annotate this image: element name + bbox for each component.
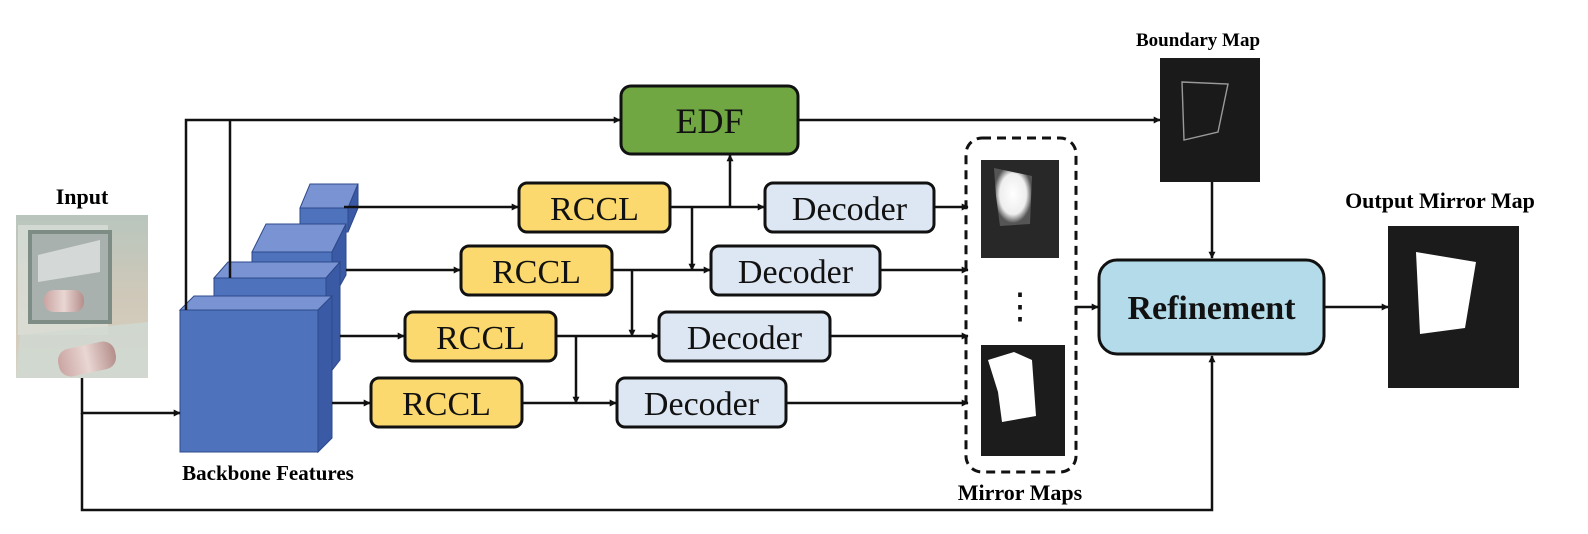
backbone-features bbox=[178, 183, 359, 454]
rccl-module-3: RCCL bbox=[403, 310, 558, 363]
decoder-module-2: Decoder bbox=[709, 244, 882, 297]
edf-label: EDF bbox=[675, 101, 743, 141]
rccl-module-1: RCCL bbox=[517, 181, 672, 234]
decoder-label: Decoder bbox=[738, 254, 854, 291]
edf-module: EDF bbox=[619, 84, 800, 156]
mirror-maps-group: ⋮ bbox=[964, 136, 1078, 474]
rccl-module-2: RCCL bbox=[459, 244, 614, 297]
rccl-label: RCCL bbox=[550, 191, 639, 228]
input-image bbox=[16, 215, 148, 378]
ellipsis-icon: ⋮ bbox=[1002, 286, 1038, 326]
decoder-label: Decoder bbox=[792, 191, 908, 228]
output-mirror-map-image bbox=[1388, 226, 1519, 388]
rccl-module-4: RCCL bbox=[369, 376, 524, 429]
mirror-maps-label: Mirror Maps bbox=[958, 480, 1083, 505]
refinement-label: Refinement bbox=[1127, 290, 1296, 327]
decoder-module-1: Decoder bbox=[763, 181, 936, 234]
input-label: Input bbox=[56, 184, 109, 209]
backbone-level-1 bbox=[178, 294, 334, 454]
decoder-module-4: Decoder bbox=[615, 376, 788, 429]
connectors bbox=[80, 116, 1389, 512]
refinement-module: Refinement bbox=[1097, 258, 1326, 356]
decoder-module-3: Decoder bbox=[657, 310, 832, 363]
output-mirror-map-label: Output Mirror Map bbox=[1345, 188, 1535, 213]
decoder-label: Decoder bbox=[644, 386, 760, 423]
mirror-map-top bbox=[981, 160, 1059, 258]
boundary-map-label: Boundary Map bbox=[1136, 30, 1260, 51]
boundary-map-image bbox=[1160, 58, 1260, 182]
rccl-label: RCCL bbox=[402, 386, 491, 423]
mirror-map-bottom bbox=[981, 345, 1065, 456]
backbone-label: Backbone Features bbox=[182, 461, 354, 485]
rccl-label: RCCL bbox=[492, 254, 581, 291]
rccl-label: RCCL bbox=[436, 320, 525, 357]
decoder-label: Decoder bbox=[687, 320, 803, 357]
